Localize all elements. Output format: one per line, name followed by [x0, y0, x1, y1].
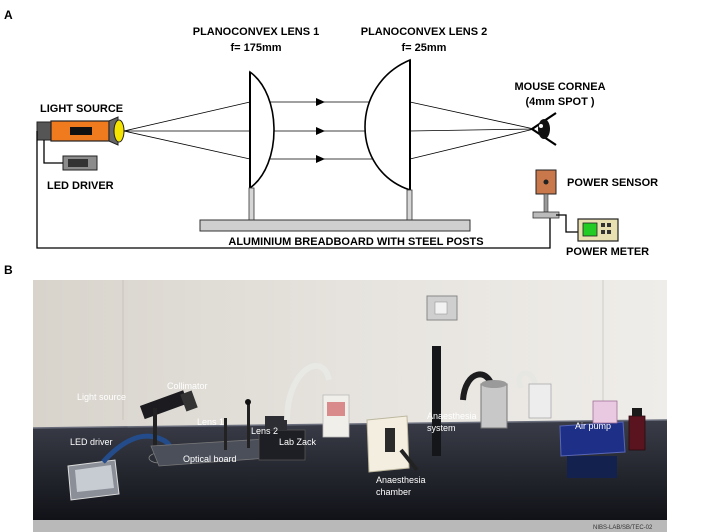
- anaesthesia-system-label-line2: system: [427, 423, 456, 433]
- lab-zack-photo-label: Lab Zack: [279, 437, 317, 447]
- lens1-title: PLANOCONVEX LENS 1: [193, 26, 320, 38]
- anaesthesia-chamber-label-line2: chamber: [376, 487, 411, 497]
- lens1-focal: f= 175mm: [230, 42, 281, 54]
- optical-setup-diagram: PLANOCONVEX LENS 1 f= 175mm PLANOCONVEX …: [36, 26, 658, 258]
- air-pump-photo-label: Air pump: [575, 421, 611, 431]
- led-driver-photo-label: LED driver: [70, 437, 113, 447]
- light-source-icon: [36, 116, 125, 146]
- lab-setup-photo: Collimator Light source Lens 1 Lens 2 La…: [33, 280, 667, 532]
- panel-b-letter: B: [4, 263, 13, 277]
- light-source-label: LIGHT SOURCE: [40, 103, 123, 115]
- anaesthesia-chamber-label-line1: Anaesthesia: [376, 475, 426, 485]
- aluminium-breadboard: [199, 219, 471, 232]
- led-driver-icon: [62, 155, 98, 171]
- anaesthesia-system-label-line1: Anaesthesia: [427, 411, 477, 421]
- mouse-cornea-label: MOUSE CORNEA: [514, 81, 605, 93]
- power-sensor-label: POWER SENSOR: [567, 177, 658, 189]
- collimator-label: Collimator: [167, 381, 208, 391]
- lens2-photo-label: Lens 2: [251, 426, 278, 436]
- panel-a-letter: A: [4, 8, 13, 22]
- lens2-focal: f= 25mm: [402, 42, 447, 54]
- planoconvex-lens-2: [364, 58, 413, 221]
- power-meter-label: POWER METER: [566, 246, 649, 258]
- corner-tag: NIBS-LAB/SB/TEC-02: [593, 525, 653, 531]
- eye-icon: [531, 112, 557, 146]
- beam-direction-arrows: [316, 98, 325, 163]
- planoconvex-lens-1: [248, 70, 275, 221]
- spot-size-label: (4mm SPOT ): [525, 96, 594, 108]
- power-sensor-icon: [532, 169, 560, 219]
- power-meter-icon: [577, 218, 619, 242]
- lens2-title: PLANOCONVEX LENS 2: [361, 26, 488, 38]
- lens1-photo-label: Lens 1: [197, 417, 224, 427]
- light-source-photo-label: Light source: [77, 392, 126, 402]
- led-driver-label: LED DRIVER: [47, 180, 114, 192]
- optical-board-photo-label: Optical board: [183, 454, 237, 464]
- breadboard-label: ALUMINIUM BREADBOARD WITH STEEL POSTS: [228, 236, 483, 248]
